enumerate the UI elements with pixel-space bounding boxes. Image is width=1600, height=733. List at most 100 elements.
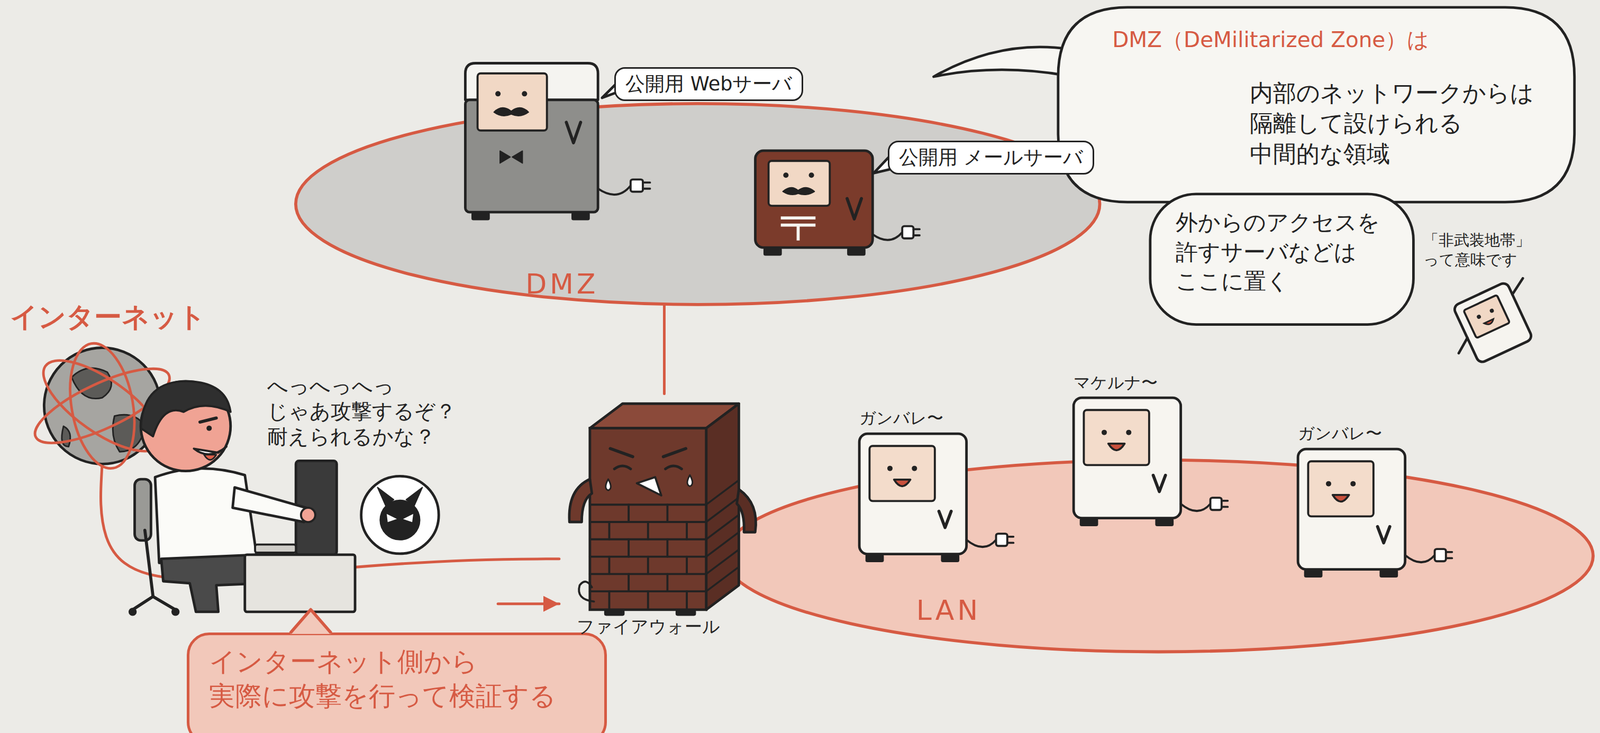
drawing-circle	[911, 465, 917, 471]
drawing-rect	[1297, 449, 1405, 570]
drawing-path	[627, 505, 630, 523]
drawing-rect	[847, 248, 866, 257]
drawing-path	[1441, 278, 1540, 354]
text-holder: ファイアウォール	[576, 616, 721, 639]
text-holder: ガンバレ〜	[859, 407, 944, 429]
speech-cloud-text: DMZ（DeMilitarized Zone）は	[1112, 26, 1430, 54]
drawing-path	[1484, 319, 1495, 326]
server-icon-text: 公開用 Webサーバ	[614, 67, 804, 102]
drawing-path	[204, 455, 217, 461]
attacker-figure: へっへっへっ じゃあ攻撃するぞ？ 耐えられるかな？	[127, 367, 498, 615]
drawing-rect	[859, 433, 967, 555]
drawing-circle	[808, 173, 814, 179]
drawing-path	[597, 185, 631, 195]
drawing-circle	[1488, 307, 1495, 314]
drawing-rect	[1452, 281, 1534, 365]
drawing-rect	[477, 73, 548, 131]
drawing-path	[1446, 551, 1453, 559]
zone-ellipse: LANガンバレ〜マケルナ〜ガンバレ〜	[722, 459, 1595, 653]
text-holder: ガンバレ〜	[1297, 423, 1383, 444]
drawing-ellipse	[60, 338, 143, 475]
drawing-rect	[1079, 518, 1098, 527]
speech-cloud-text: 内部のネットワークからは 隔離して設けられる 中間的な領域	[1249, 77, 1534, 170]
drawing-circle	[301, 507, 316, 523]
arrow-connector	[497, 602, 560, 606]
drawing-circle	[1476, 314, 1482, 320]
drawing-path	[578, 582, 594, 603]
drawing-rect	[865, 553, 884, 562]
drawing-rect	[1073, 397, 1181, 519]
drawing-circle	[1125, 430, 1132, 436]
text-holder: 内部のネットワークからは 隔離して設けられる 中間的な領域	[1249, 77, 1534, 170]
drawing-circle	[140, 381, 231, 472]
drawing-circle	[1101, 430, 1107, 436]
drawing-path	[893, 479, 911, 487]
drawing-ellipse	[295, 103, 1100, 305]
speech-cloud: 外からのアクセスを 許すサーバなどは ここに置く	[1148, 192, 1416, 327]
pc-icon: ガンバレ〜	[1285, 421, 1434, 577]
drawing-path	[290, 609, 332, 633]
globe-icon-text: インターネット	[10, 300, 206, 335]
drawing-circle	[206, 425, 212, 432]
drawing-path	[706, 567, 740, 592]
drawing-path	[1058, 6, 1575, 202]
drawing-rect	[1463, 295, 1510, 339]
drawing-path	[666, 505, 669, 523]
network-line	[662, 306, 666, 395]
pc-icon-drawing	[1285, 421, 1434, 577]
drawing-path	[933, 46, 1070, 77]
drawing-path	[193, 447, 227, 456]
drawing-rect	[571, 212, 590, 221]
attacker-figure-text: へっへっへっ じゃあ攻撃するぞ？ 耐えられるかな？	[267, 373, 457, 451]
drawing-path	[666, 539, 669, 558]
drawing-path	[636, 477, 661, 497]
drawing-path	[607, 592, 611, 610]
callout-box: インターネット側から 実際に攻撃を行って検証する	[186, 632, 608, 733]
drawing-path	[1152, 475, 1166, 493]
server-icon: 公開用 メールサーバ	[748, 135, 1142, 260]
drawing-path	[782, 187, 815, 195]
drawing-rect	[255, 544, 296, 553]
drawing-path	[647, 522, 650, 540]
firewall-icon-drawing	[559, 393, 753, 641]
drawing-rect	[869, 446, 935, 502]
text-holder: 外からのアクセスを 許すサーバなどは ここに置く	[1175, 207, 1380, 296]
drawing-circle	[171, 607, 180, 616]
pc-icon-drawing	[1061, 370, 1210, 526]
drawing-rect	[471, 212, 490, 221]
drawing-rect	[1304, 569, 1323, 578]
firewall-icon-text: ファイアウォール	[576, 616, 721, 639]
pc-icon-text: ガンバレ〜	[859, 407, 944, 429]
drawing-path	[666, 574, 669, 593]
text-holder: インターネット	[10, 300, 206, 335]
drawing-path	[232, 487, 307, 523]
drawing-path	[647, 592, 650, 610]
mascot-figure	[1439, 274, 1548, 370]
drawing-rect	[995, 533, 1007, 547]
drawing-path	[61, 426, 70, 448]
drawing-circle	[521, 91, 527, 97]
drawing-path	[155, 468, 258, 563]
zone-ellipse-drawing	[293, 102, 1102, 307]
drawing-path	[647, 557, 650, 575]
pc-icon-text: ガンバレ〜	[1297, 423, 1383, 444]
drawing-rect	[244, 555, 356, 613]
drawing-path	[290, 609, 332, 634]
drawing-circle	[379, 500, 421, 541]
drawing-path	[1377, 526, 1390, 543]
drawing-path	[685, 557, 688, 575]
drawing-path	[685, 522, 688, 540]
drawing-path	[610, 449, 686, 458]
drawing-rect	[1155, 518, 1174, 527]
drawing-path	[872, 232, 903, 241]
drawing-rect	[604, 610, 625, 617]
text-holder: LAN	[916, 593, 981, 629]
drawing-path	[200, 418, 217, 423]
drawing-path	[642, 182, 650, 189]
drawing-path	[607, 557, 611, 575]
drawing-rect	[1210, 497, 1222, 511]
drawing-path	[736, 489, 756, 533]
text-holder: へっへっへっ じゃあ攻撃するぞ？ 耐えられるかな？	[267, 373, 457, 451]
drawing-path	[847, 198, 862, 220]
